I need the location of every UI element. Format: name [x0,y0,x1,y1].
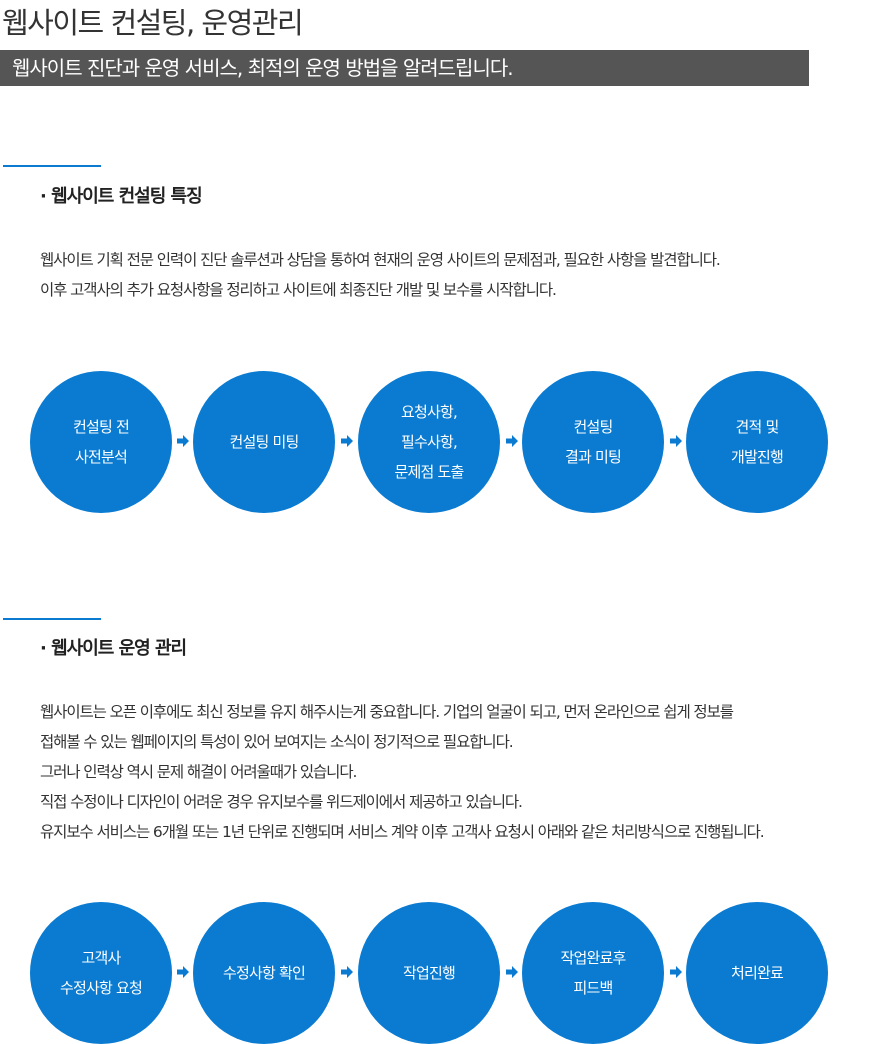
arrow-right-icon [506,966,518,978]
operation-line: 유지보수 서비스는 6개월 또는 1년 단위로 진행되며 서비스 계약 이후 고… [40,823,765,841]
operation-heading: · 웹사이트 운영 관리 [40,638,187,659]
step-label: 요청사항, 필수사항, 문제점 도출 [394,403,465,481]
subtitle-banner: 웹사이트 진단과 운영 서비스, 최적의 운영 방법을 알려드립니다. [0,50,809,86]
step-label: 견적 및 개발진행 [730,418,784,466]
section-rule [3,618,101,620]
operation-process: 고객사 수정사항 요청 수정사항 확인 작업진행 작업완료후 피드백 처리완료 [0,902,875,1044]
consulting-step: 컨설팅 미팅 [193,371,335,513]
step-label: 처리완료 [730,964,784,982]
operation-description: 웹사이트는 오픈 이후에도 최신 정보를 유지 해주시는게 중요합니다. 기업의… [40,697,875,847]
step-label: 고객사 수정사항 요청 [60,949,143,997]
section-rule [3,165,101,167]
consulting-step: 요청사항, 필수사항, 문제점 도출 [358,371,500,513]
consulting-step: 컨설팅 결과 미팅 [522,371,664,513]
consulting-description: 웹사이트 기획 전문 인력이 진단 솔루션과 상담을 통하여 현재의 운영 사이… [40,245,875,305]
step-label: 컨설팅 전 사전분석 [73,418,130,466]
step-label: 수정사항 확인 [223,964,306,982]
operation-step: 고객사 수정사항 요청 [30,902,172,1044]
arrow-right-icon [670,435,682,447]
arrow-right-icon [670,966,682,978]
page-title: 웹사이트 컨설팅, 운영관리 [2,6,304,40]
step-label: 컨설팅 미팅 [229,433,300,451]
arrow-right-icon [341,966,353,978]
operation-step: 처리완료 [686,902,828,1044]
consulting-step: 견적 및 개발진행 [686,371,828,513]
consulting-line: 웹사이트 기획 전문 인력이 진단 솔루션과 상담을 통하여 현재의 운영 사이… [40,251,721,269]
operation-step: 작업진행 [358,902,500,1044]
consulting-process: 컨설팅 전 사전분석 컨설팅 미팅 요청사항, 필수사항, 문제점 도출 컨설팅… [0,371,875,513]
step-label: 컨설팅 결과 미팅 [565,418,622,466]
operation-line: 접해볼 수 있는 웹페이지의 특성이 있어 보여지는 소식이 정기적으로 필요합… [40,733,514,751]
arrow-right-icon [341,435,353,447]
step-label: 작업완료후 피드백 [560,949,626,997]
operation-line: 웹사이트는 오픈 이후에도 최신 정보를 유지 해주시는게 중요합니다. 기업의… [40,703,734,721]
consulting-heading: · 웹사이트 컨설팅 특징 [40,186,203,207]
operation-step: 수정사항 확인 [193,902,335,1044]
arrow-right-icon [177,966,189,978]
operation-line: 그러나 인력상 역시 문제 해결이 어려울때가 있습니다. [40,763,357,781]
arrow-right-icon [506,435,518,447]
consulting-line: 이후 고객사의 추가 요청사항을 정리하고 사이트에 최종진단 개발 및 보수를… [40,281,557,299]
arrow-right-icon [177,435,189,447]
step-label: 작업진행 [402,964,456,982]
consulting-step: 컨설팅 전 사전분석 [30,371,172,513]
operation-line: 직접 수정이나 디자인이 어려운 경우 유지보수를 위드제이에서 제공하고 있습… [40,793,523,811]
operation-step: 작업완료후 피드백 [522,902,664,1044]
